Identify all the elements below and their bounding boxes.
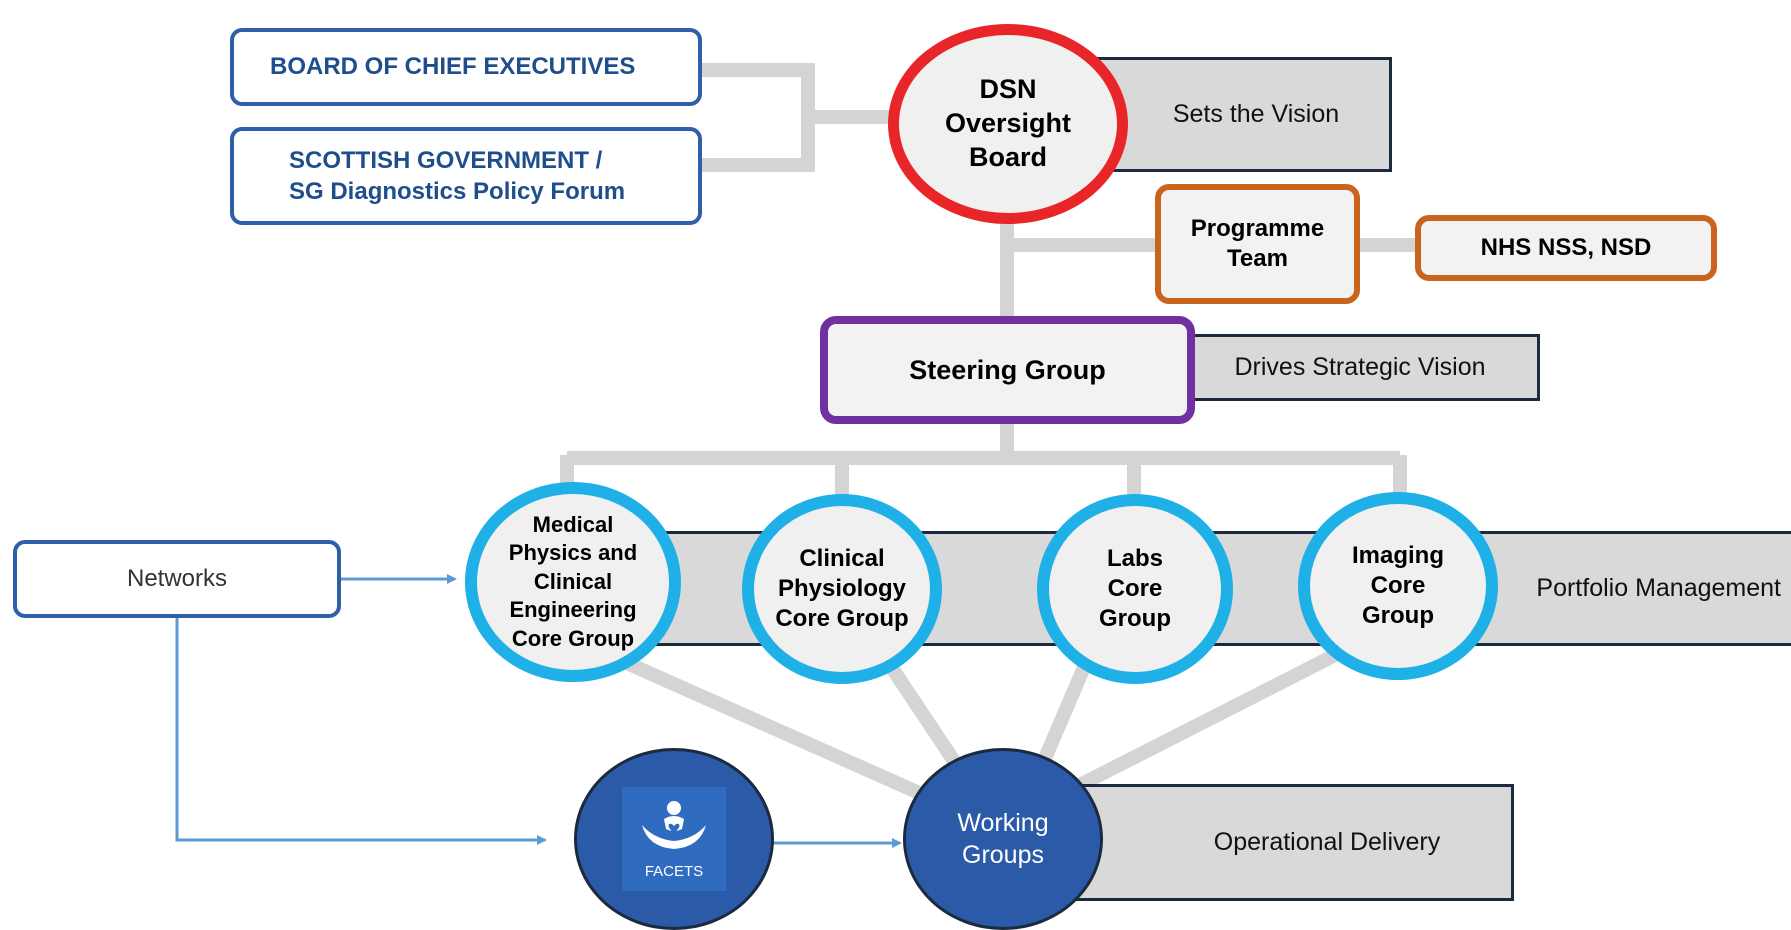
programme-partner-label: NHS NSS, NSD: [1480, 234, 1652, 261]
facets-logo-tile: FACETS: [622, 787, 726, 891]
core2-line2: Physiology: [777, 575, 907, 602]
core4-line3: Group: [1362, 602, 1434, 629]
core2-line1: Clinical: [799, 545, 885, 572]
programme-line2: Team: [1227, 245, 1288, 272]
steering-role-band: Drives Strategic Vision: [1180, 334, 1540, 401]
medical-physics-core-group-circle: Medical Physics and Clinical Engineering…: [465, 482, 681, 682]
core3-line2: Core: [1107, 575, 1163, 602]
working-groups-circle: Working Groups: [903, 748, 1103, 930]
core4-line2: Core: [1370, 572, 1426, 599]
core1-line2: Physics and: [508, 540, 638, 566]
facets-label: FACETS: [644, 862, 704, 880]
imaging-core-group-circle: Imaging Core Group: [1298, 492, 1498, 680]
core4-line1: Imaging: [1351, 542, 1444, 569]
facets-circle: FACETS: [574, 748, 774, 930]
oversight-line3: Board: [968, 141, 1047, 172]
portfolio-label: Portfolio Management: [1536, 574, 1781, 602]
programme-team-box: Programme Team: [1155, 184, 1360, 304]
core2-line3: Core Group: [775, 605, 909, 632]
dsn-oversight-board-circle: DSN Oversight Board: [888, 24, 1128, 224]
labs-core-group-circle: Labs Core Group: [1037, 494, 1233, 684]
steering-role-label: Drives Strategic Vision: [1234, 353, 1486, 381]
working-groups-line2: Groups: [962, 841, 1044, 869]
core2-to-working-connector: [884, 661, 966, 774]
facets-logo-icon: [642, 800, 706, 849]
core3-to-working-connector: [1033, 662, 1092, 773]
scottish-gov-line1: SCOTTISH GOVERNMENT /: [289, 146, 603, 174]
operational-delivery-band: Operational Delivery: [1070, 784, 1514, 901]
core1-line5: Core Group: [511, 625, 635, 651]
core3-line3: Group: [1099, 605, 1171, 632]
scottish-gov-line2: SG Diagnostics Policy Forum: [289, 178, 626, 205]
networks-box: Networks: [13, 540, 341, 618]
oversight-role-band: Sets the Vision: [1090, 57, 1392, 172]
core4-to-working-connector: [1066, 643, 1349, 797]
networks-label: Networks: [126, 565, 228, 592]
core1-line4: Engineering: [509, 597, 637, 623]
nhs-nss-nsd-box: NHS NSS, NSD: [1415, 215, 1717, 281]
networks-to-facets-arrow: [175, 618, 547, 845]
scottish-government-box: SCOTTISH GOVERNMENT / SG Diagnostics Pol…: [230, 127, 702, 225]
clinical-physiology-core-group-circle: Clinical Physiology Core Group: [742, 494, 942, 684]
programme-line1: Programme: [1190, 215, 1325, 242]
oversight-line2: Oversight: [944, 108, 1072, 139]
oversight-line1: DSN: [979, 74, 1037, 105]
core1-line3: Clinical: [533, 568, 613, 594]
board-of-chief-executives-box: BOARD OF CHIEF EXECUTIVES: [230, 28, 702, 106]
core1-line1: Medical: [532, 511, 614, 537]
steering-label: Steering Group: [909, 354, 1106, 385]
board-connector: [700, 63, 815, 172]
working-groups-role-label: Operational Delivery: [1213, 828, 1441, 856]
oversight-role-label: Sets the Vision: [1172, 100, 1340, 128]
board-label: BOARD OF CHIEF EXECUTIVES: [270, 53, 636, 80]
working-groups-line1: Working: [957, 808, 1049, 837]
core1-to-working-connector: [617, 653, 938, 807]
core3-line1: Labs: [1106, 545, 1163, 572]
steering-group-box: Steering Group: [820, 316, 1195, 424]
